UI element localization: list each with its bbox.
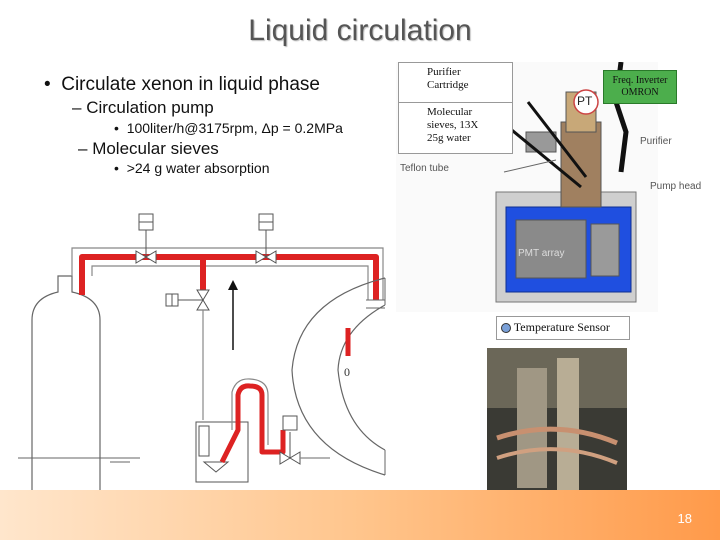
slide-title: Liquid circulation	[248, 14, 472, 47]
valve-1	[135, 213, 157, 264]
pump-head-label: Pump head	[650, 181, 702, 192]
bullet-1-sub-1-detail: • 100liter/h@3175rpm, Δp = 0.2MPa	[114, 120, 343, 136]
bullet-1-text: Circulate xenon in liquid phase	[61, 74, 320, 95]
detector-vessel	[291, 277, 386, 476]
temperature-sensor-text: Temperature Sensor	[513, 320, 610, 334]
bullet-1-sub-2: – Molecular sieves	[78, 139, 219, 158]
teflon-tube-label: Teflon tube	[400, 163, 449, 174]
bullet-dot: •	[44, 74, 62, 95]
valve-label: 0	[344, 365, 350, 379]
liquid-flow-line	[79, 254, 379, 300]
bullet-1-sub-2-text: Molecular sieves	[92, 139, 219, 158]
slide-number: 18	[677, 511, 692, 526]
xenon-bottle	[31, 275, 101, 490]
bullet-1-sub-2-detail: • >24 g water absorption	[114, 160, 270, 176]
pmt-array-label: PMT array	[518, 248, 565, 259]
molecular-sieves-label: Molecular sieves, 13X 25g water	[398, 102, 513, 154]
purifier-label: Purifier	[640, 136, 672, 147]
pt-label: PT	[577, 94, 593, 108]
bullet-1-sub-1-detail-text: 100liter/h@3175rpm, Δp = 0.2MPa	[126, 120, 343, 136]
freq-inverter-label: Freq. Inverter OMRON	[603, 70, 677, 104]
circulation-schematic: 0	[18, 213, 386, 490]
bullet-1-sub-1-text: Circulation pump	[86, 98, 214, 117]
temperature-sensor-label: Temperature Sensor	[496, 316, 630, 340]
valve-2	[255, 213, 277, 264]
bullet-1: • Circulate xenon in liquid phase	[44, 74, 320, 96]
pt-gauge-icon	[573, 89, 599, 115]
bullet-1-sub-1: – Circulation pump	[72, 98, 214, 117]
valve-4	[279, 415, 301, 465]
valve-3	[165, 289, 210, 311]
footer-bar	[0, 490, 720, 540]
bullet-1-sub-2-detail-text: >24 g water absorption	[126, 160, 270, 176]
sensor-dot-icon	[501, 323, 511, 334]
pump-loop-line	[219, 383, 286, 464]
